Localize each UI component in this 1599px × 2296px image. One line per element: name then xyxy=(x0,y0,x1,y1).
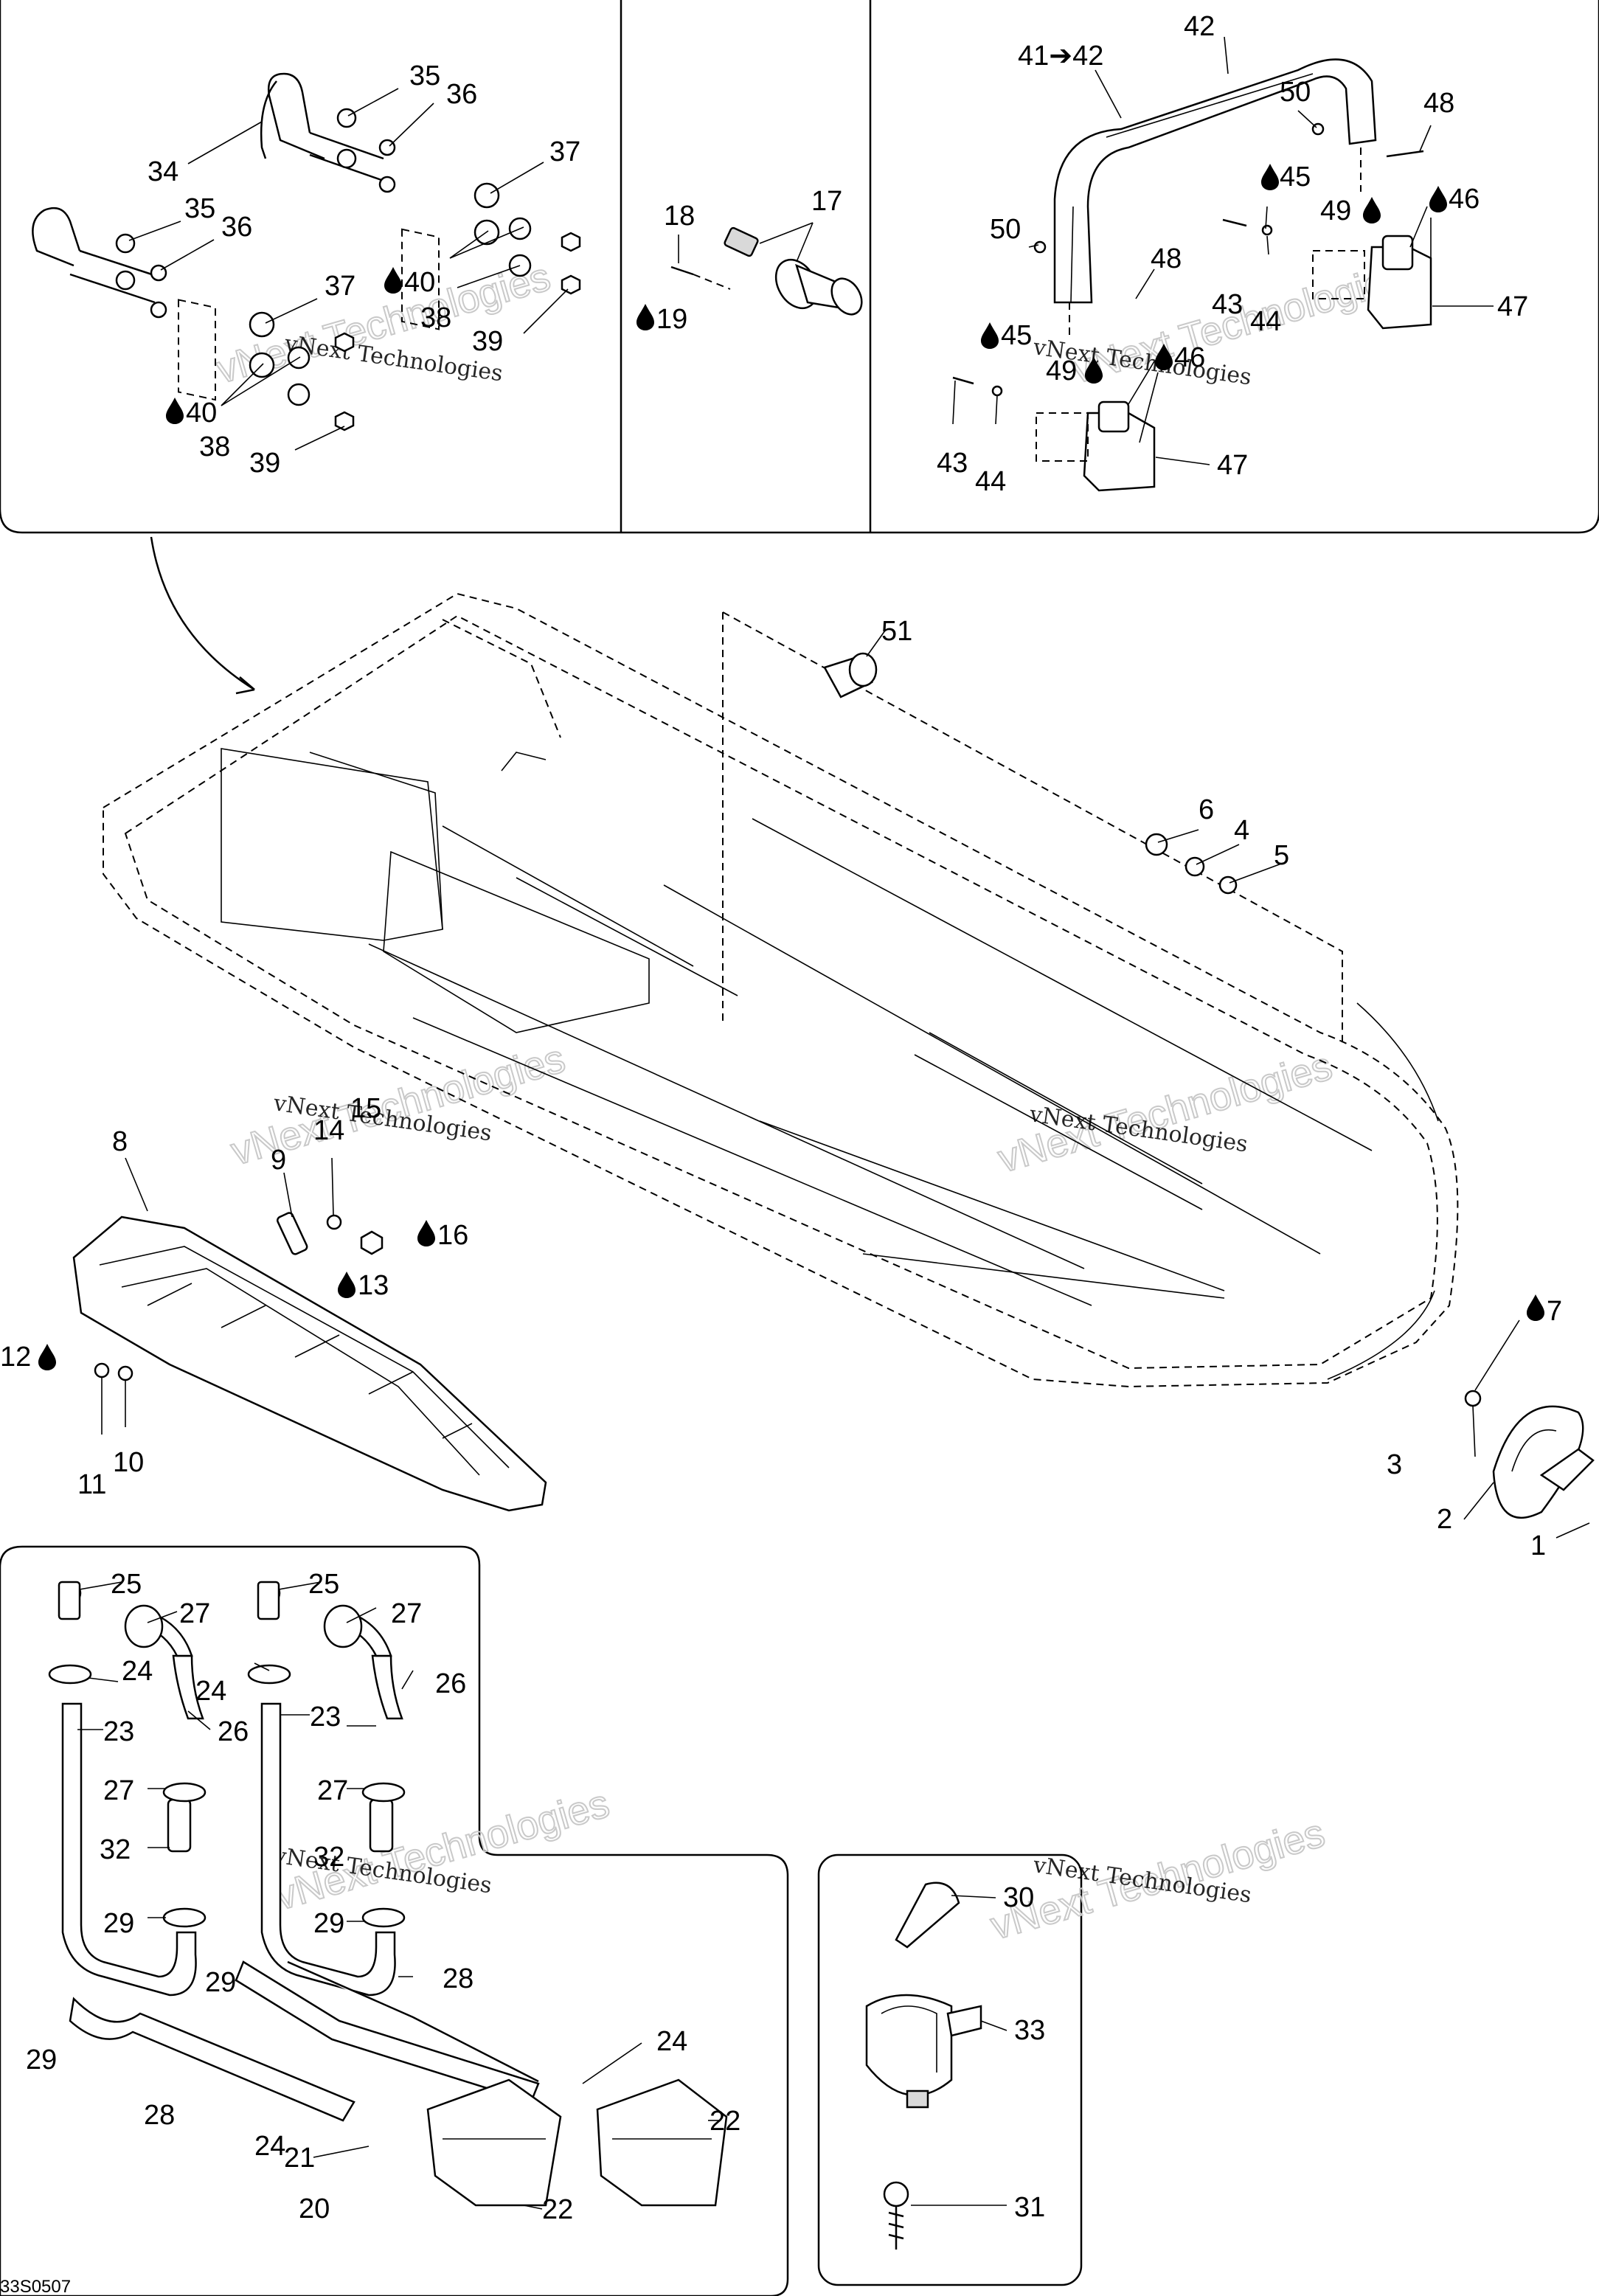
callout-37: 37 xyxy=(549,136,580,167)
callout-29b: 29 xyxy=(103,1908,134,1939)
callout-3: 3 xyxy=(1387,1449,1402,1480)
callout-9: 9 xyxy=(271,1145,286,1176)
callout-10: 10 xyxy=(113,1447,144,1478)
callout-8: 8 xyxy=(112,1126,128,1157)
callout-21: 21 xyxy=(284,2143,315,2174)
hose-assembly xyxy=(48,1581,728,2207)
callout-4: 4 xyxy=(1234,815,1249,846)
callout-45b: 45 xyxy=(1001,320,1032,351)
callout-48b: 48 xyxy=(1151,243,1182,274)
callout-33: 33 xyxy=(1014,2015,1045,2046)
callout-24: 24 xyxy=(122,1656,153,1687)
callout-27c: 27 xyxy=(103,1775,134,1806)
callout-6: 6 xyxy=(1199,794,1214,825)
grab-handle-assembly xyxy=(952,58,1432,492)
callout-23: 23 xyxy=(103,1716,134,1747)
callout-47b: 47 xyxy=(1217,450,1248,481)
hose-panel-frame xyxy=(0,1545,789,2296)
callout-13: 13 xyxy=(358,1270,389,1301)
callout-22: 22 xyxy=(542,2194,573,2225)
callout-17: 17 xyxy=(811,186,842,217)
callout-24d: 24 xyxy=(254,2131,285,2162)
reference-arrow xyxy=(150,536,255,691)
callout-44b: 44 xyxy=(975,466,1006,497)
callout-1: 1 xyxy=(1530,1530,1546,1561)
clamp-parts xyxy=(865,1881,982,2250)
callout-14: 14 xyxy=(313,1115,344,1146)
u-bolt-assembly xyxy=(32,72,581,431)
callout-24b: 24 xyxy=(195,1676,226,1707)
step-hardware xyxy=(94,1212,384,1381)
callout-12: 12 xyxy=(0,1342,31,1373)
leader-lines xyxy=(77,36,1590,2210)
drain-plug-assembly xyxy=(670,226,863,316)
callout-42: 42 xyxy=(1184,11,1215,42)
callout-28: 28 xyxy=(144,2100,175,2131)
callout-43b: 43 xyxy=(937,448,968,479)
callout-39b: 39 xyxy=(249,448,280,479)
callout-50b: 50 xyxy=(990,214,1021,245)
callout-47: 47 xyxy=(1497,291,1528,322)
callout-36: 36 xyxy=(446,79,477,110)
callout-27: 27 xyxy=(179,1598,210,1629)
callout-25b: 25 xyxy=(308,1569,339,1600)
bow-eye xyxy=(823,652,1595,1519)
callout-37b: 37 xyxy=(325,271,355,302)
callout-11: 11 xyxy=(77,1469,106,1500)
callout-34: 34 xyxy=(148,156,178,187)
callout-22b: 22 xyxy=(710,2106,740,2137)
callout-20: 20 xyxy=(299,2193,330,2224)
callout-49: 49 xyxy=(1320,195,1351,226)
callout-51: 51 xyxy=(881,616,912,647)
top-panel-frame xyxy=(0,0,1599,534)
callout-38b: 38 xyxy=(199,431,230,462)
callout-18: 18 xyxy=(664,201,695,232)
callout-7: 7 xyxy=(1547,1296,1562,1327)
callout-32b: 32 xyxy=(313,1842,344,1873)
callout-38: 38 xyxy=(420,302,451,333)
callout-48: 48 xyxy=(1423,88,1454,119)
callout-50: 50 xyxy=(1280,77,1311,108)
callout-27d: 27 xyxy=(317,1775,348,1806)
callout-29c: 29 xyxy=(205,1967,236,1998)
callout-46b: 46 xyxy=(1174,342,1205,373)
callout-30: 30 xyxy=(1003,1882,1034,1913)
hull-body xyxy=(103,592,1459,1388)
callout-35: 35 xyxy=(409,60,440,91)
callout-labels: 1 2 3 4 5 6 7 8 9 10 11 12 13 14 15 16 1… xyxy=(0,11,1562,2296)
callout-40b: 40 xyxy=(186,398,217,429)
callout-41-42: 41➔42 xyxy=(1018,41,1103,72)
callout-40: 40 xyxy=(404,267,435,298)
callout-24c: 24 xyxy=(656,2026,687,2057)
callout-19: 19 xyxy=(656,304,687,335)
reboarding-step xyxy=(72,1215,547,1512)
callout-31: 31 xyxy=(1014,2192,1045,2223)
callout-27b: 27 xyxy=(391,1598,422,1629)
callout-5: 5 xyxy=(1274,840,1289,871)
callout-32: 32 xyxy=(100,1834,131,1865)
callout-26b: 26 xyxy=(435,1668,466,1699)
callout-16: 16 xyxy=(437,1220,468,1251)
drawing-code: 33S0507 xyxy=(0,2277,71,2296)
callout-39: 39 xyxy=(472,326,503,357)
callout-36b: 36 xyxy=(221,212,252,243)
clamp-panel-frame xyxy=(817,1853,1083,2286)
callout-46: 46 xyxy=(1449,184,1480,215)
callout-29d: 29 xyxy=(313,1908,344,1939)
callout-29: 29 xyxy=(26,2044,57,2075)
callout-25: 25 xyxy=(111,1569,142,1600)
callout-44: 44 xyxy=(1250,306,1281,337)
callout-43: 43 xyxy=(1212,289,1243,320)
callout-2: 2 xyxy=(1437,1504,1452,1535)
callout-23b: 23 xyxy=(310,1702,341,1733)
callout-45: 45 xyxy=(1280,162,1311,193)
callout-35b: 35 xyxy=(184,193,215,224)
callout-26: 26 xyxy=(218,1716,249,1747)
callout-28b: 28 xyxy=(443,1963,474,1994)
callout-15: 15 xyxy=(350,1093,381,1124)
callout-49b: 49 xyxy=(1046,356,1077,386)
